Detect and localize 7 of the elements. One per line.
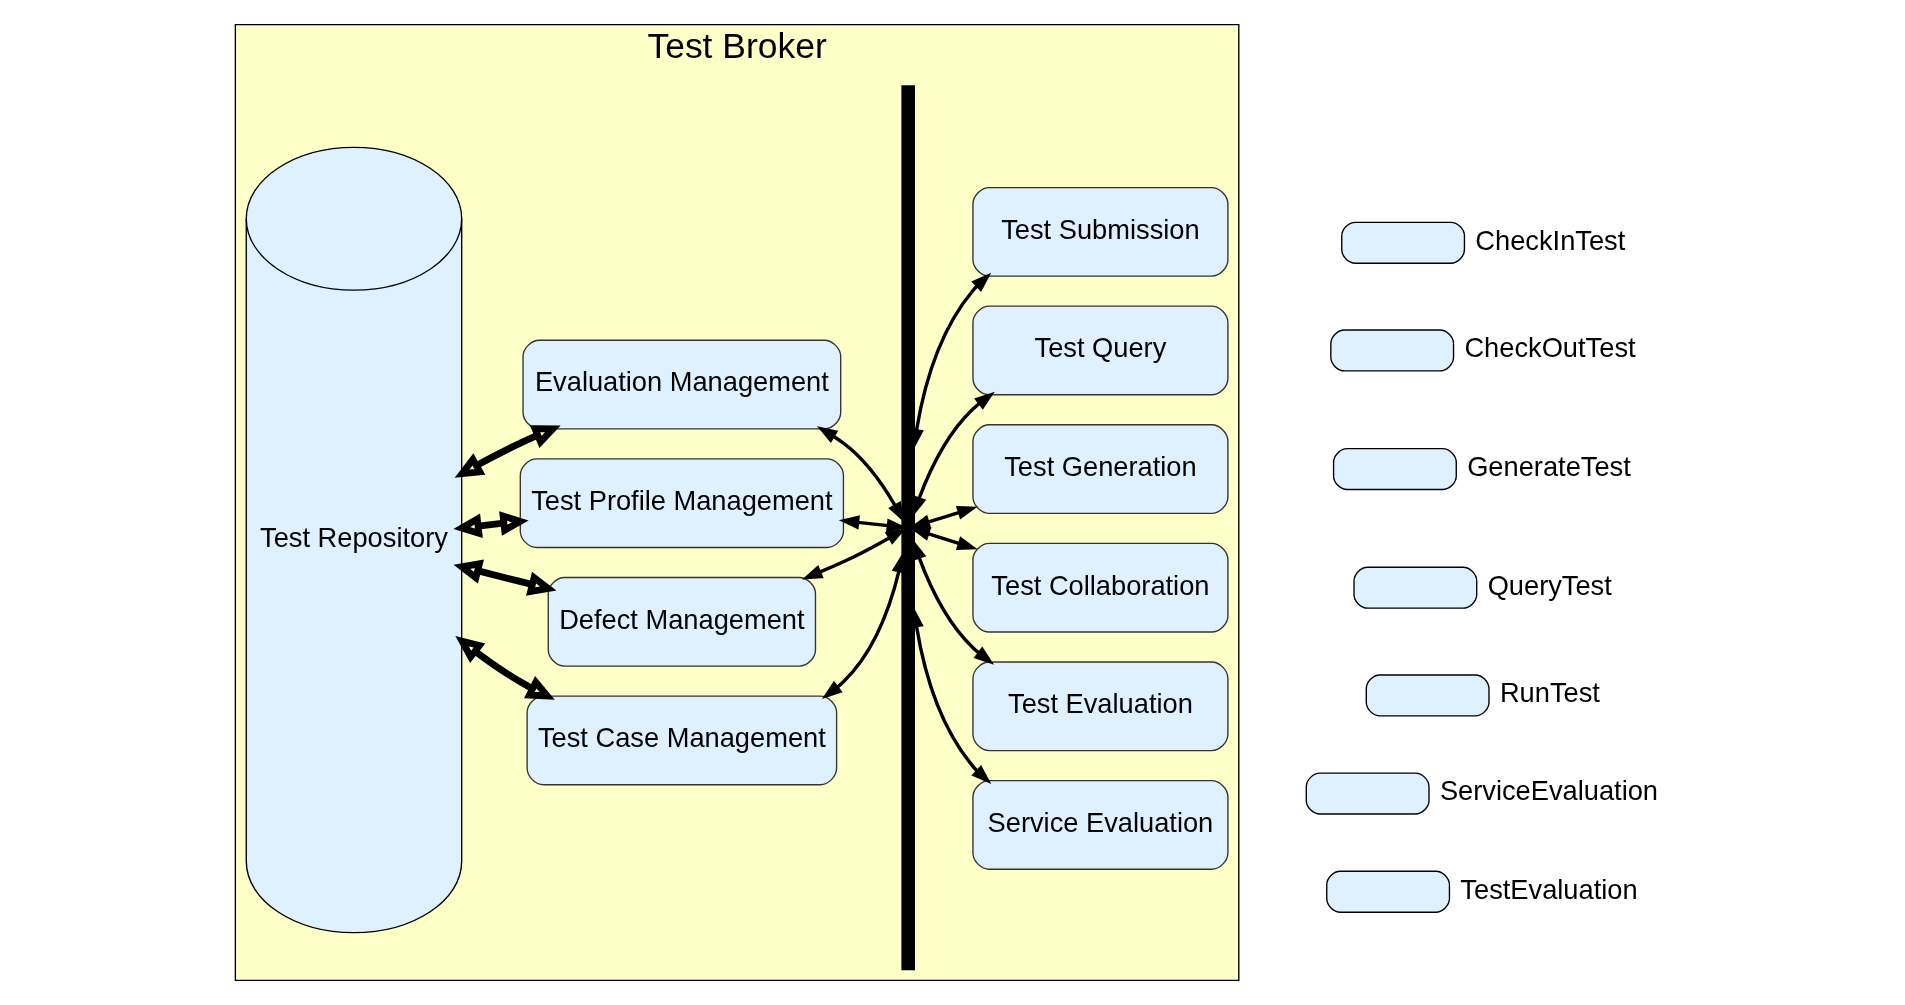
node-label: TestEvaluation: [1460, 873, 1638, 905]
node-label: ServiceEvaluation: [1439, 775, 1659, 807]
node-label: GenerateTest: [1467, 450, 1631, 482]
node-label: CheckInTest: [1475, 224, 1626, 256]
node-label: QueryTest: [1487, 569, 1612, 601]
node-label: CheckOutTest: [1464, 332, 1636, 364]
node-label: RunTest: [1499, 677, 1600, 709]
